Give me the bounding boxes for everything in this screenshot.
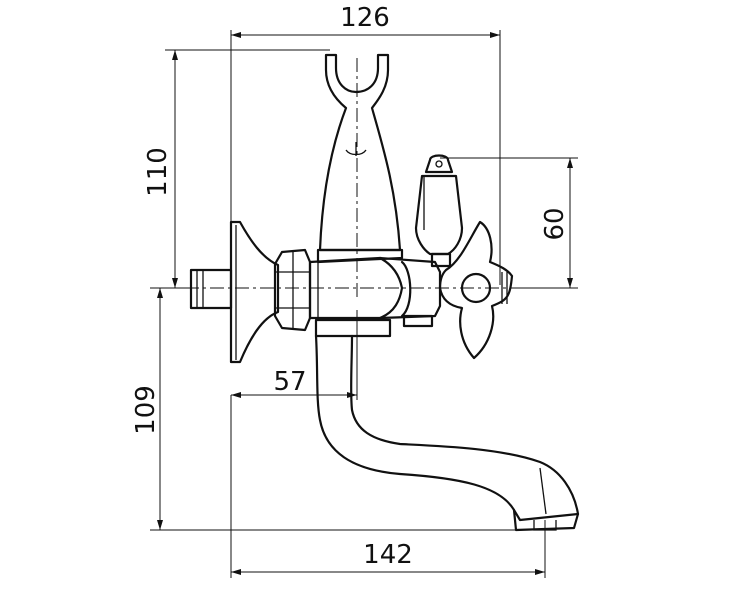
dimension-57: 57 (231, 310, 358, 400)
wall-flange (229, 220, 280, 364)
shower-holder (316, 53, 404, 264)
dimension-109: 109 (131, 287, 540, 531)
inlet-connector (189, 268, 233, 310)
dimension-109-label: 109 (131, 385, 161, 435)
dimension-142: 142 (230, 395, 546, 578)
dimension-110-label: 110 (143, 147, 173, 197)
valve-body (308, 256, 442, 328)
dimension-60: 60 (440, 157, 578, 289)
dimension-126-label: 126 (340, 3, 390, 33)
bath-spout (314, 318, 580, 532)
hex-nut (273, 248, 312, 332)
dimension-57-label: 57 (273, 367, 306, 397)
dimension-142-label: 142 (363, 540, 413, 570)
dimension-60-label: 60 (540, 207, 570, 240)
dimension-110: 110 (143, 49, 330, 288)
dimension-126: 126 (230, 3, 501, 285)
handle-cap (414, 154, 464, 268)
cross-handle (438, 220, 514, 360)
